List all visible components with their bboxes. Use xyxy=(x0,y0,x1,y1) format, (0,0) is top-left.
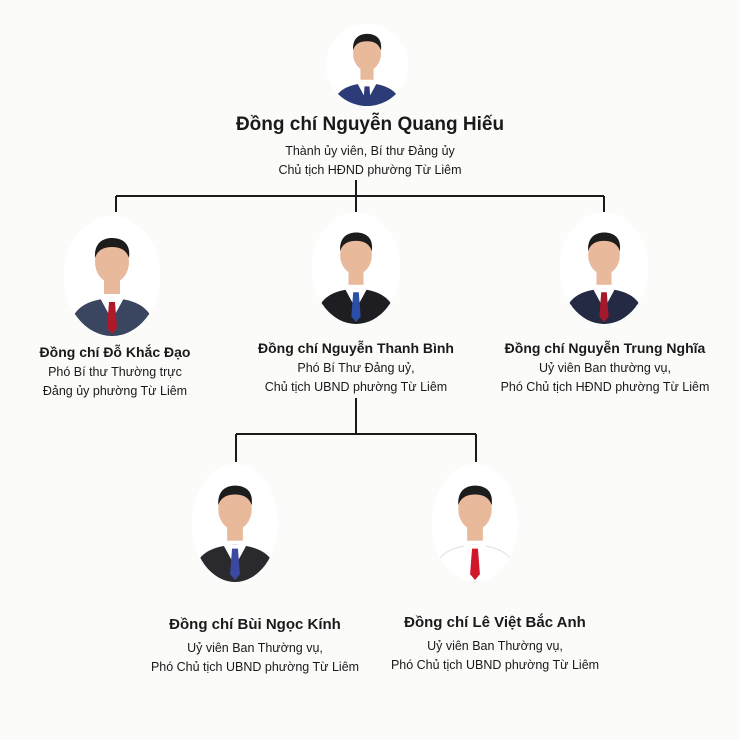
portrait-photo xyxy=(312,212,400,324)
person-name: Đồng chí Lê Việt Bắc Anh xyxy=(404,614,586,631)
person-role: Uỷ viên Ban Thường vụ, xyxy=(187,641,323,655)
avatar-bottom-left xyxy=(192,464,278,582)
person-role: Chủ tịch UBND phường Từ Liêm xyxy=(264,380,448,394)
node-center: Đồng chí Nguyễn Thanh Bình Phó Bí Thư Đả… xyxy=(236,340,476,397)
avatar-center xyxy=(312,212,400,324)
node-bottom-right: Đồng chí Lê Việt Bắc Anh Uỷ viên Ban Thư… xyxy=(370,614,620,675)
person-role: Thành ủy viên, Bí thư Đảng ủy xyxy=(285,144,455,158)
person-name: Đồng chí Bùi Ngọc Kính xyxy=(169,616,341,633)
person-name: Đồng chí Đỗ Khắc Đạo xyxy=(39,344,191,360)
person-role: Phó Chủ tịch UBND phường Từ Liêm xyxy=(390,658,600,672)
person-role: Phó Bí Thư Đảng uỷ, xyxy=(297,361,415,375)
person-role: Phó Chủ tịch HĐND phường Từ Liêm xyxy=(500,380,710,394)
node-right: Đồng chí Nguyễn Trung Nghĩa Uỷ viên Ban … xyxy=(480,340,730,397)
avatar-right xyxy=(560,212,648,324)
node-head: Đồng chí Nguyễn Quang Hiếu Thành ủy viên… xyxy=(170,114,570,180)
portrait-photo xyxy=(560,212,648,324)
portrait-photo xyxy=(432,464,518,582)
avatar-head xyxy=(326,24,408,106)
person-name: Đồng chí Nguyễn Trung Nghĩa xyxy=(504,340,706,356)
node-bottom-left: Đồng chí Bùi Ngọc Kính Uỷ viên Ban Thườn… xyxy=(130,616,380,677)
person-role: Phó Bí thư Thường trực xyxy=(48,365,182,379)
person-role: Uỷ viên Ban thường vụ, xyxy=(539,361,671,375)
person-role: Uỷ viên Ban Thường vụ, xyxy=(427,639,563,653)
person-name: Đồng chí Nguyễn Thanh Bình xyxy=(258,340,454,356)
node-left: Đồng chí Đỗ Khắc Đạo Phó Bí thư Thường t… xyxy=(10,344,220,401)
avatar-left xyxy=(64,216,160,336)
person-role: Đảng ủy phường Từ Liêm xyxy=(42,384,188,398)
person-role: Chủ tịch HĐND phường Từ Liêm xyxy=(278,163,462,177)
avatar-bottom-right xyxy=(432,464,518,582)
person-role: Phó Chủ tịch UBND phường Từ Liêm xyxy=(150,660,360,674)
portrait-photo xyxy=(64,216,160,336)
person-name: Đồng chí Nguyễn Quang Hiếu xyxy=(235,114,505,135)
portrait-photo xyxy=(326,24,408,106)
portrait-photo xyxy=(192,464,278,582)
